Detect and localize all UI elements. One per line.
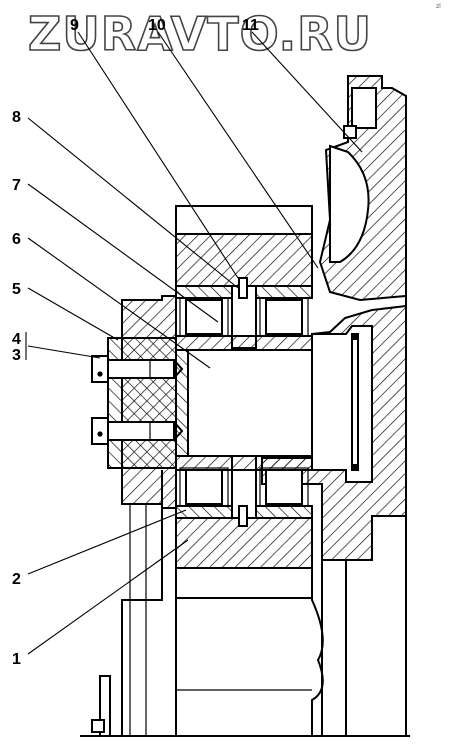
callout-5: 5 bbox=[12, 281, 21, 298]
callout-6: 6 bbox=[12, 231, 21, 248]
leader-lines bbox=[25, 31, 363, 655]
watermark-text: ZURAVTO.RU bbox=[28, 7, 372, 61]
end-cap-part-5 bbox=[107, 337, 189, 469]
callout-11: 11 bbox=[242, 17, 259, 34]
callout-2: 2 bbox=[12, 571, 21, 588]
callout-4: 4 bbox=[12, 331, 21, 348]
outer-ring-bottom-band bbox=[175, 567, 313, 599]
callout-3: 3 bbox=[12, 347, 21, 364]
retaining-ring bbox=[351, 333, 359, 471]
corner-mark: zl bbox=[436, 3, 441, 10]
housing-flange-slot bbox=[351, 87, 377, 129]
wheel-body-outline bbox=[121, 470, 407, 736]
outer-ring-top-band bbox=[175, 205, 313, 235]
housing-cavity bbox=[329, 144, 370, 263]
callout-8: 8 bbox=[12, 109, 21, 126]
housing-inner-bore bbox=[311, 325, 373, 483]
roller-lower-right bbox=[265, 469, 303, 505]
roller-lower-left bbox=[185, 469, 223, 505]
callout-1: 1 bbox=[12, 651, 21, 668]
lock-pin-lower bbox=[238, 505, 248, 527]
bolt-upper bbox=[91, 355, 184, 383]
shaft-bore bbox=[175, 349, 313, 457]
retaining-ring-end-top bbox=[352, 334, 358, 340]
lock-pin-upper bbox=[238, 277, 248, 299]
roller-upper-left bbox=[185, 299, 223, 335]
callout-7: 7 bbox=[12, 177, 21, 194]
callout-10: 10 bbox=[148, 17, 166, 34]
bottom-fastener bbox=[91, 719, 105, 733]
callout-9: 9 bbox=[70, 17, 79, 34]
roller-upper-right bbox=[265, 299, 303, 335]
wheel-body-inner-lines bbox=[129, 504, 312, 736]
housing-notch bbox=[343, 125, 357, 139]
bolt-lower bbox=[91, 417, 184, 445]
retaining-ring-end-bottom bbox=[352, 464, 358, 470]
